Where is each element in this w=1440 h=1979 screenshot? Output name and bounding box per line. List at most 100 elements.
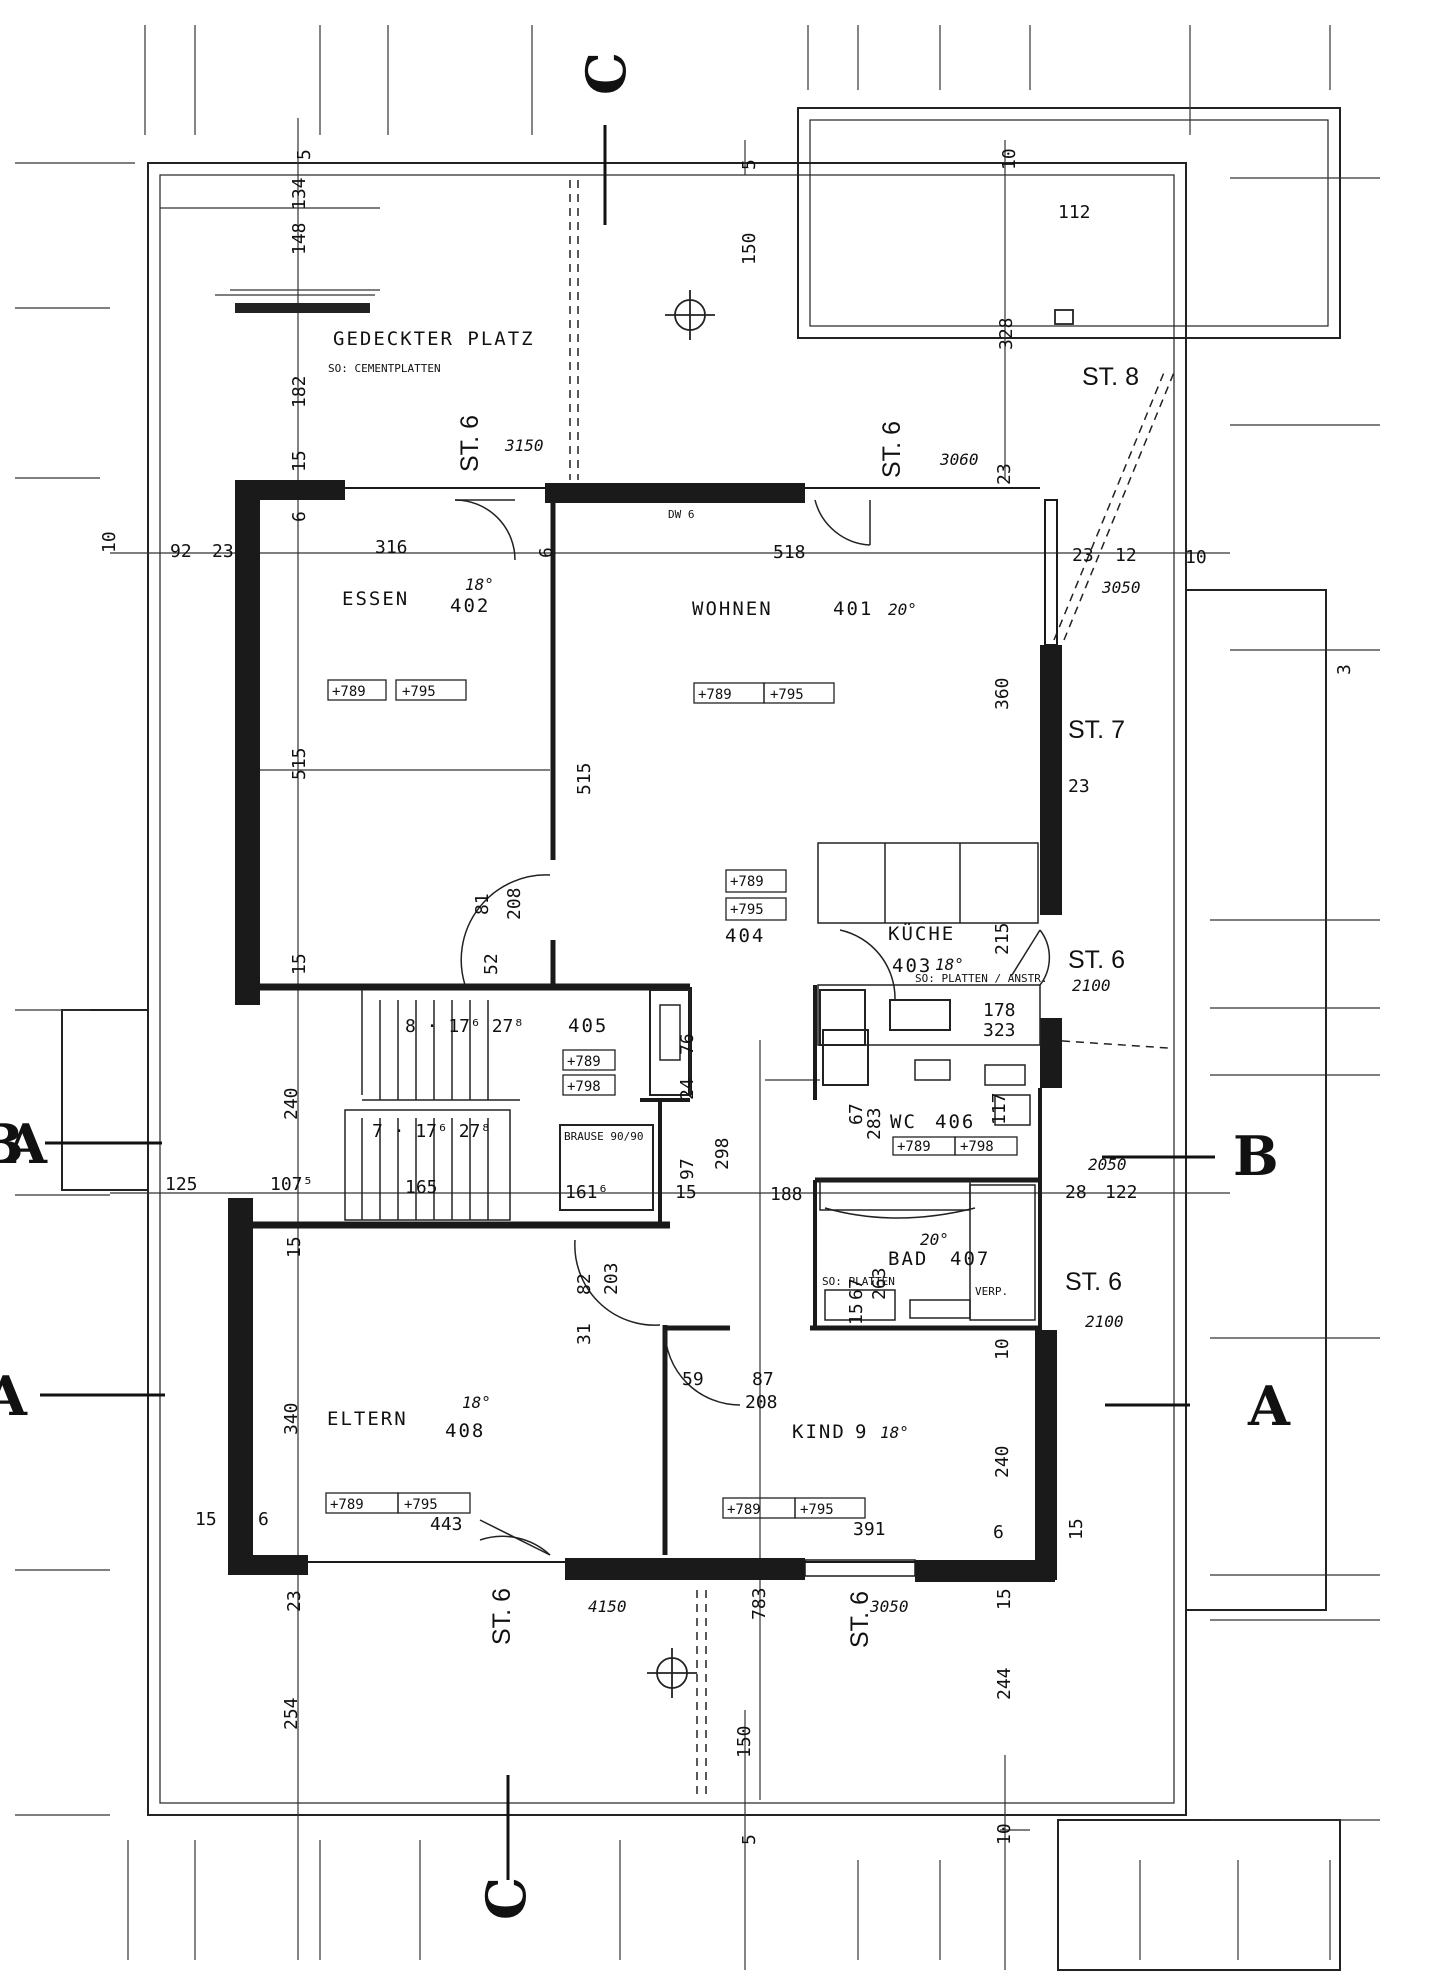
dim-240-b: 240 [992, 1445, 1013, 1478]
dim-122: 122 [1105, 1182, 1138, 1203]
dimension-lines [15, 25, 1380, 1970]
level-essen-b: +795 [402, 684, 436, 700]
h-2050: 2050 [1088, 1155, 1127, 1174]
st6-bottom-right: ST. 6 [846, 1591, 874, 1648]
dim-6-b: 6 [536, 547, 557, 558]
level-flur-c: +798 [567, 1079, 601, 1095]
level-wc-c: +798 [960, 1139, 994, 1155]
kind-name: KIND [792, 1421, 846, 1443]
dim-117: 117 [989, 1092, 1010, 1125]
dim-15-c: 15 [284, 1236, 305, 1258]
dim-150-bottom: 150 [734, 1725, 755, 1758]
interior-walls [250, 487, 1058, 1577]
dim-391: 391 [853, 1519, 886, 1540]
bad-note: SO: PLATTEN [822, 1275, 895, 1288]
dim-283: 283 [864, 1107, 885, 1140]
diele-number: 404 [725, 925, 765, 947]
brause-dim: 161⁶ [565, 1182, 608, 1203]
level-essen-a: +789 [332, 684, 366, 700]
dim-28: 28 [1065, 1182, 1087, 1203]
dim-23-top: 23 [1072, 545, 1094, 566]
exterior-walls [228, 480, 1062, 1582]
dim-518: 518 [773, 542, 806, 563]
dim-5-top-mid: 5 [739, 159, 760, 170]
dim-150-top: 150 [739, 232, 760, 265]
dim-10-top: 10 [999, 148, 1020, 170]
dim-6-d: 6 [993, 1522, 1004, 1543]
stair-lower: 7 · 17⁶ 27⁸ [372, 1121, 491, 1142]
section-b-right: B [1233, 1124, 1279, 1188]
st7: ST. 7 [1068, 716, 1125, 744]
dim-10-left: 10 [99, 531, 120, 553]
level-diele-a: +789 [730, 874, 764, 890]
dim-52: 52 [481, 953, 502, 975]
section-c-top: C [574, 52, 638, 95]
stair-upper: 8 · 17⁶ 27⁸ [405, 1016, 524, 1037]
h-3060: 3060 [939, 450, 979, 469]
dim-23-st7: 23 [1068, 776, 1090, 797]
dim-15-h: 15 [846, 1303, 867, 1325]
dim-182: 182 [289, 375, 310, 408]
section-a-left-2: A [0, 1364, 28, 1428]
level-eltern-a: +789 [330, 1497, 364, 1513]
dim-112: 112 [1058, 202, 1091, 223]
dim-6-a: 6 [289, 511, 310, 522]
dim-215: 215 [992, 922, 1013, 955]
essen-name: ESSEN [342, 588, 409, 610]
eltern-name: ELTERN [327, 1408, 408, 1430]
kitchen-fittings [817, 842, 1041, 1321]
bad-temp: 20° [920, 1230, 949, 1249]
bad-number: 407 [950, 1248, 990, 1270]
dim-240: 240 [281, 1087, 302, 1120]
section-a-left: A [4, 1112, 48, 1176]
essen-temp: 18° [465, 575, 494, 594]
st6-bottom-left: ST. 6 [488, 1588, 516, 1645]
dim-340: 340 [281, 1402, 302, 1435]
dim-10-bottom: 10 [994, 1823, 1015, 1845]
kind-number: 9 [855, 1421, 868, 1443]
beam-dashed-lines [569, 180, 1176, 1800]
st6-top-left: ST. 6 [456, 415, 484, 472]
kuche-number: 403 [892, 955, 932, 977]
dim-15-e: 15 [1066, 1518, 1087, 1540]
h-3150: 3150 [504, 436, 544, 455]
dw6-note: DW 6 [668, 508, 695, 521]
dim-254: 254 [281, 1697, 302, 1730]
kuche-name: KÜCHE [888, 922, 955, 945]
dim-15-g: 15 [675, 1182, 697, 1203]
level-eltern-b: +795 [404, 1497, 438, 1513]
dim-23-left: 23 [212, 541, 234, 562]
dim-67-b: 67 [846, 1103, 867, 1125]
wohnen-temp: 20° [888, 600, 917, 619]
level-flur-a: +789 [567, 1054, 601, 1070]
dim-134: 134 [289, 177, 310, 210]
dim-107: 107⁵ [270, 1174, 313, 1195]
verp-note: VERP. [975, 1285, 1008, 1298]
dim-244: 244 [994, 1667, 1015, 1700]
st6-kuche: ST. 6 [1068, 946, 1125, 974]
flur-number: 405 [568, 1015, 608, 1037]
level-diele-b: +795 [730, 902, 764, 918]
bad-name: BAD [888, 1248, 928, 1270]
kuche-note: SO: PLATTEN / ANSTR. [915, 972, 1047, 985]
section-a-right: A [1247, 1374, 1291, 1438]
dim-360: 360 [992, 677, 1013, 710]
dim-15-d: 15 [195, 1509, 217, 1530]
dim-76: 76 [677, 1033, 698, 1055]
door-swings [454, 499, 1051, 1556]
dim-6-c: 6 [258, 1509, 269, 1530]
eltern-temp: 18° [462, 1393, 491, 1412]
level-kind-a: +789 [727, 1502, 761, 1518]
roof-drains [647, 290, 1074, 1698]
dim-3-right: 3 [1334, 664, 1355, 675]
essen-number: 402 [450, 595, 490, 617]
roof-outline [61, 107, 1341, 1971]
dim-178: 178 [983, 1000, 1016, 1021]
h-4150: 4150 [588, 1597, 627, 1616]
dim-203: 203 [601, 1262, 622, 1295]
height-values: 3150 3060 3050 2100 2050 2100 4150 3050 [504, 436, 1141, 1616]
dimension-numbers: 316 518 515 515 360 23 23 23 12 10 10 92… [99, 148, 1355, 1845]
dim-81: 81 [472, 893, 493, 915]
dim-316: 316 [375, 537, 408, 558]
dim-323: 323 [983, 1020, 1016, 1041]
